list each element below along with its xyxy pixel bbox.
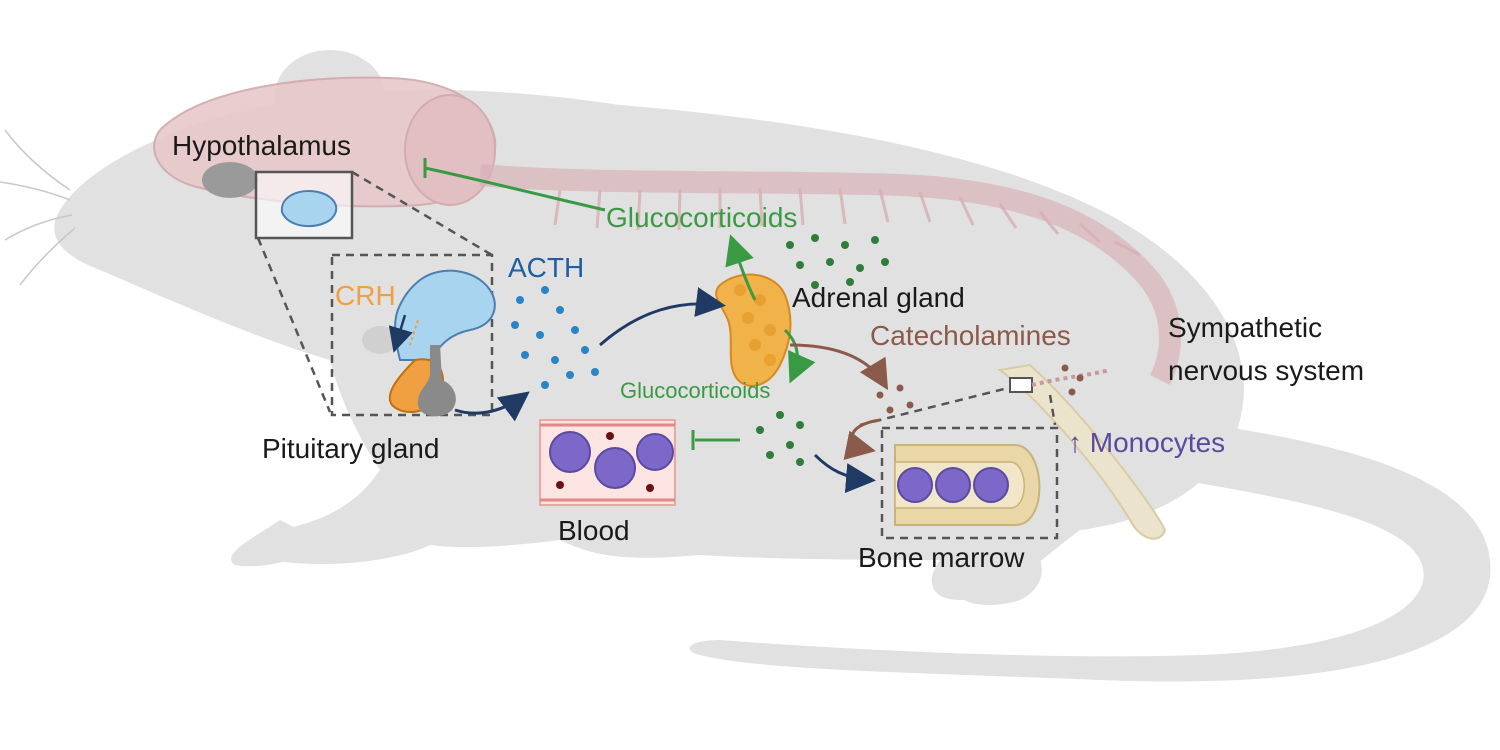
label-hypothalamus: Hypothalamus — [172, 130, 351, 161]
label-glucocorticoids-mid: Glucocorticoids — [620, 378, 770, 403]
pituitary-blue-tissue — [394, 269, 496, 361]
mouse-tail — [689, 420, 1491, 682]
blood-monocyte — [549, 431, 591, 473]
blood-monocyte — [594, 447, 636, 489]
femur-bone — [997, 363, 1167, 540]
bone-marrow-inset — [880, 426, 1059, 540]
sympathetic-nerve-fiber — [1031, 368, 1111, 387]
label-monocytes: ↑ Monocytes — [1068, 427, 1225, 458]
blood-vessel-inset — [539, 419, 676, 506]
spinal-nerves — [553, 187, 1141, 257]
marrow-monocyte — [973, 467, 1009, 503]
pituitary-grey-tissue — [362, 326, 398, 354]
acth-dots — [511, 286, 599, 389]
glucocorticoid-feedback-arrow — [423, 158, 606, 212]
sympathetic-nerve-marker — [1009, 377, 1033, 393]
inset-connectors — [256, 170, 1057, 427]
label-catecholamines: Catecholamines — [870, 320, 1071, 351]
gc-inhibit-blood — [691, 430, 740, 450]
adrenal-gland-shape — [715, 273, 792, 387]
glucocorticoid-dots-mid — [756, 411, 804, 466]
hypothalamus-region — [202, 162, 258, 198]
label-sympathetic-line1: Sympathetic — [1168, 312, 1322, 343]
marrow-monocyte — [897, 467, 933, 503]
pituitary-to-acth-arrow — [454, 391, 530, 422]
mouse-hind-leg — [958, 510, 1042, 605]
label-crh: CRH — [335, 280, 396, 311]
adrenal-to-gc-down-arrow — [783, 328, 816, 384]
catecholamine-to-marrow-arrow — [843, 418, 881, 460]
catecholamine-dots — [876, 364, 1084, 414]
glucocorticoid-dots-top — [786, 234, 889, 289]
label-pituitary-gland: Pituitary gland — [262, 433, 439, 464]
hypothalamus-cell — [280, 190, 338, 228]
mouse-front-paw — [231, 520, 330, 567]
label-bone-marrow: Bone marrow — [858, 542, 1025, 573]
pituitary-inset — [330, 253, 494, 417]
cerebellum — [404, 94, 496, 206]
acth-to-adrenal-arrow — [599, 287, 726, 347]
crh-release-arrow — [388, 314, 413, 353]
blood-monocyte — [636, 433, 674, 471]
bone-marrow-shape — [894, 444, 1041, 526]
catecholamine-arrow — [789, 343, 889, 391]
spinal-cord — [479, 164, 1181, 385]
gc-to-marrow-arrow — [813, 453, 876, 494]
label-sympathetic-line2: nervous system — [1168, 355, 1364, 386]
label-blood: Blood — [558, 515, 630, 546]
label-glucocorticoids-top: Glucocorticoids — [606, 202, 797, 233]
adrenal-to-gc-arrow — [725, 234, 757, 301]
label-adrenal-gland: Adrenal gland — [792, 282, 965, 313]
label-acth: ACTH — [508, 252, 584, 283]
marrow-monocyte — [935, 467, 971, 503]
whiskers — [0, 129, 76, 286]
posterior-pituitary — [417, 345, 456, 417]
